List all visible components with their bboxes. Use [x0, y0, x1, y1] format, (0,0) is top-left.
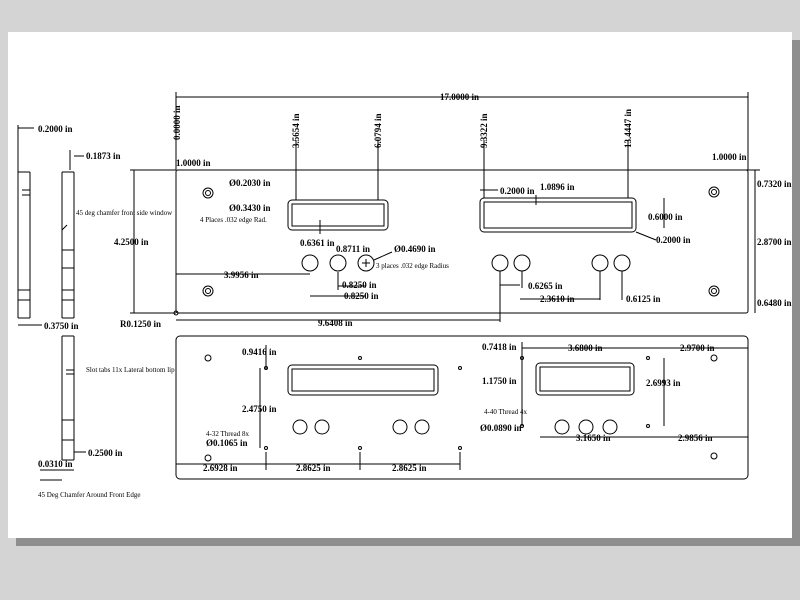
- bottom-knobs: [292, 419, 618, 435]
- note-mount-chamfer: 45 deg chamfer front side window: [76, 209, 173, 217]
- note-thread: 4-32 Thread 8x: [206, 430, 250, 438]
- dim-base-thickness: 0.3750 in: [44, 321, 79, 331]
- side-profile-mid: [61, 150, 84, 319]
- dim-lcd2-left: 9.3322 in: [479, 113, 489, 148]
- dim-center-line: 9.6408 in: [318, 318, 353, 328]
- drawing-sheet: [8, 32, 792, 538]
- mount-hole-bottom-right: [708, 285, 720, 297]
- dim-lcd-inner-h: 1.0896 in: [540, 182, 575, 192]
- knob-7: [613, 254, 631, 272]
- dim-btn-x: 2.3610 in: [540, 294, 575, 304]
- dim-lcd1-right: 6.0794 in: [373, 113, 383, 148]
- front-panel-outline: [175, 169, 749, 314]
- dim-edge-left: 1.0000 in: [176, 158, 211, 168]
- knob-5: [513, 254, 531, 272]
- bottom-hole-4: [710, 452, 718, 460]
- lcd-window-4: [535, 362, 635, 396]
- dim-tab-edge: 0.0310 in: [38, 459, 73, 469]
- dim-knob-a: 0.6361 in: [300, 238, 335, 248]
- knob-3: [357, 254, 375, 272]
- dim-lcd-offset: 0.2000 in: [500, 186, 535, 196]
- dim-b-span-1: 2.6928 in: [203, 463, 238, 473]
- dim-right-span: 2.8700 in: [757, 237, 792, 247]
- note-places-hole: 4 Places .032 edge Rad.: [200, 216, 267, 224]
- dim-b-btn-span: 3.1650 in: [576, 433, 611, 443]
- dim-b-lcd-depth: 2.4750 in: [242, 404, 277, 414]
- dim-knob-dia: Ø0.4690 in: [394, 244, 436, 254]
- dim-lcd-height: 0.6000 in: [648, 212, 683, 222]
- dim-bottom-right: 0.6480 in: [757, 298, 792, 308]
- mount-hole-top-left: [202, 187, 214, 199]
- lcd-window-2: [479, 197, 637, 233]
- dim-corner-radius: R0.1250 in: [120, 319, 161, 329]
- dim-b-right-x: 2.9700 in: [680, 343, 715, 353]
- bottom-hole-1: [204, 354, 212, 362]
- side-profile-left: [17, 125, 34, 319]
- bottom-hole-3: [710, 354, 718, 362]
- dim-overall-width: 17.0000 in: [440, 92, 479, 102]
- mount-hole-top-right: [708, 186, 720, 198]
- knob-6: [591, 254, 609, 272]
- dim-btn-y: 0.6265 in: [528, 281, 563, 291]
- dim-b-right-span: 2.6993 in: [646, 378, 681, 388]
- dim-lcd1-left: 3.5654 in: [291, 113, 301, 148]
- dim-b-hole-y: 0.7418 in: [482, 342, 517, 352]
- dim-knob-spacing: 0.8250 in: [342, 280, 377, 290]
- lcd-window-1: [287, 199, 389, 231]
- dim-tab-offset: 0.2500 in: [88, 448, 123, 458]
- dim-hole-large: Ø0.3430 in: [229, 203, 271, 213]
- dim-hole-small: Ø0.2030 in: [229, 178, 271, 188]
- dim-b-lcd-y: 1.1750 in: [482, 376, 517, 386]
- note-m4: 4-40 Thread 4x: [484, 408, 528, 416]
- lcd-window-3: [287, 364, 439, 396]
- dim-b-thread-dia: Ø0.1065 in: [206, 438, 248, 448]
- dim-b-m4-dia: Ø0.0890 in: [480, 423, 522, 433]
- dim-knob-b: 0.8711 in: [336, 244, 370, 254]
- note-bottom-tabs: Slot tabs 11x Lateral bottom lip: [86, 366, 175, 374]
- knob-1: [301, 254, 319, 272]
- dim-b-right-end: 2.9856 in: [678, 433, 713, 443]
- dim-lcd-lip: 0.2000 in: [656, 235, 691, 245]
- knob-4: [491, 254, 509, 272]
- bottom-panel-outline: [175, 335, 749, 480]
- dim-side-thickness: 0.2000 in: [38, 124, 73, 134]
- dim-side-lip: 0.1873 in: [86, 151, 121, 161]
- dim-edge-right: 1.0000 in: [712, 152, 747, 162]
- mount-hole-bottom-left: [202, 285, 214, 297]
- dim-b-top-left: 0.9416 in: [242, 347, 277, 357]
- dim-b-center-x: 3.6800 in: [568, 343, 603, 353]
- dim-knob-spacing-2: 0.8250 in: [344, 291, 379, 301]
- dim-top-right: 0.7320 in: [757, 179, 792, 189]
- dim-b-span-2: 2.8625 in: [296, 463, 331, 473]
- dim-origin: 0.0000 in: [172, 105, 182, 140]
- dim-btn-small: 0.6125 in: [626, 294, 661, 304]
- dim-lcd2-right: 13.4447 in: [623, 109, 633, 148]
- side-profile-lower: [40, 335, 86, 481]
- knob-2: [329, 254, 347, 272]
- dim-height: 4.2500 in: [114, 237, 149, 247]
- bottom-hole-2: [204, 454, 212, 462]
- dim-left-knob: 3.9956 in: [224, 270, 259, 280]
- dim-b-span-3: 2.8625 in: [392, 463, 427, 473]
- note-knob-places: 3 places .032 edge Radius: [376, 262, 449, 270]
- note-front-edge: 45 Deg Chamfer Around Front Edge: [38, 491, 140, 499]
